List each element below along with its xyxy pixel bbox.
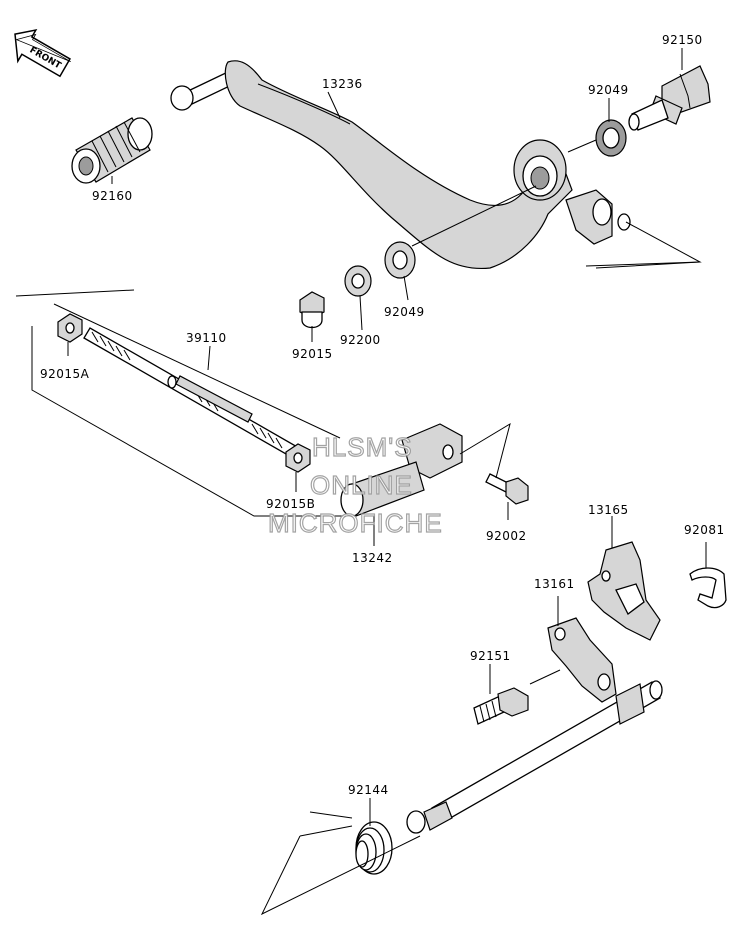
label-92144: 92144 [348, 783, 389, 797]
tie-rod-39110 [83, 327, 307, 463]
label-92081: 92081 [684, 523, 725, 537]
bolt-92150 [628, 65, 711, 131]
label-92151: 92151 [470, 649, 511, 663]
watermark-line1: HLSM'S [312, 432, 413, 462]
label-39110: 39110 [186, 331, 227, 345]
label-92200: 92200 [340, 333, 381, 347]
brake-pedal [170, 60, 631, 270]
cap-nut-92015 [299, 291, 325, 329]
label-13242: 13242 [352, 551, 393, 565]
front-arrow-icon: FRONT [14, 28, 71, 78]
bolt-92151 [473, 687, 529, 725]
lever-13165 [587, 541, 661, 641]
label-92015B: 92015B [266, 497, 315, 511]
watermark-line2: ONLINE [310, 470, 413, 500]
label-92015: 92015 [292, 347, 333, 361]
nut-92015B [285, 443, 311, 473]
label-92015A: 92015A [40, 367, 90, 381]
joint-13242 [340, 423, 463, 517]
leader-lines [15, 48, 707, 916]
label-13236: 13236 [322, 77, 363, 91]
pedal-rubber-92160 [71, 117, 153, 184]
oil-seal-92049-lower [384, 241, 416, 279]
part-labels: 13236 92150 92049 92160 92015 92200 9204… [40, 33, 725, 797]
label-13165: 13165 [588, 503, 629, 517]
bolt-92002 [485, 473, 529, 505]
label-92150: 92150 [662, 33, 703, 47]
watermark: HLSM'S ONLINE MICROFICHE [267, 431, 443, 538]
spring-92144 [299, 811, 393, 875]
label-92160: 92160 [92, 189, 133, 203]
clip-92081 [689, 567, 727, 609]
label-92002: 92002 [486, 529, 527, 543]
label-13161: 13161 [534, 577, 575, 591]
nut-92015A [57, 313, 83, 343]
label-92049-top: 92049 [588, 83, 629, 97]
watermark-line3: MICROFICHE [268, 508, 443, 538]
label-92049-mid: 92049 [384, 305, 425, 319]
shift-shaft-13161 [406, 617, 663, 834]
oil-seal-92049 [595, 119, 627, 157]
washer-92200 [344, 265, 372, 297]
